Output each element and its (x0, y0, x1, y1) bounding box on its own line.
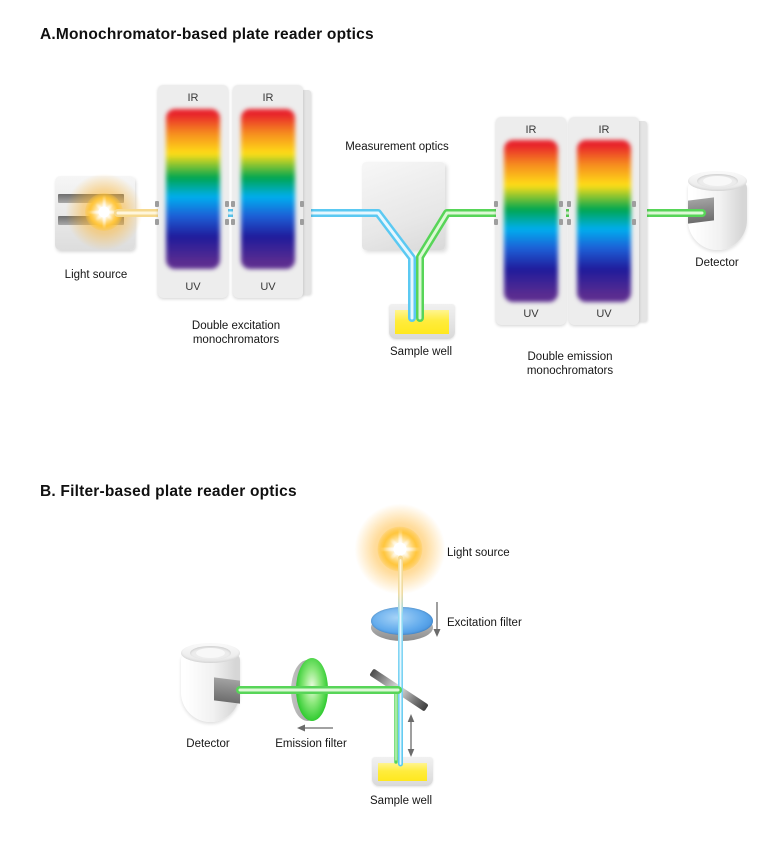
spectrum-gradient-icon (166, 109, 220, 269)
spectrum-gradient-icon (504, 140, 558, 302)
spectrum-gradient-icon (577, 140, 631, 302)
emission-filter-label: Emission filter (275, 738, 347, 750)
excitation-monochromator-2: IR UV (233, 85, 303, 298)
spectrum-gradient-icon (241, 109, 295, 269)
uv-label: UV (260, 281, 276, 293)
excitation-monochromators-label: Double excitation monochromators (191, 320, 281, 346)
ir-label: IR (187, 92, 199, 104)
section-b-title: B. Filter-based plate reader optics (40, 483, 297, 500)
uv-label: UV (523, 308, 539, 320)
detector-label-b: Detector (186, 738, 230, 750)
detector-b (181, 643, 240, 723)
measurement-optics-label: Measurement optics (345, 141, 449, 153)
sample-well-label-b: Sample well (370, 795, 432, 807)
excitation-filter-label: Excitation filter (447, 617, 522, 629)
uv-label: UV (185, 281, 201, 293)
detector-label-a: Detector (695, 257, 739, 269)
uv-label: UV (596, 308, 612, 320)
ir-label: IR (262, 92, 274, 104)
emission-monochromator-2: IR UV (569, 117, 639, 325)
ir-label: IR (525, 124, 537, 136)
emission-monochromator-1: IR UV (496, 117, 566, 325)
excitation-monochromator-1: IR UV (158, 85, 228, 298)
section-a-title: A.Monochromator-based plate reader optic… (40, 26, 374, 43)
sample-liquid (378, 763, 427, 781)
sample-well-label-a: Sample well (390, 346, 452, 358)
ir-label: IR (598, 124, 610, 136)
light-source-label-b: Light source (447, 547, 510, 559)
emission-monochromators-label: Double emission monochromators (526, 351, 614, 377)
light-source-label-a: Light source (64, 269, 128, 281)
